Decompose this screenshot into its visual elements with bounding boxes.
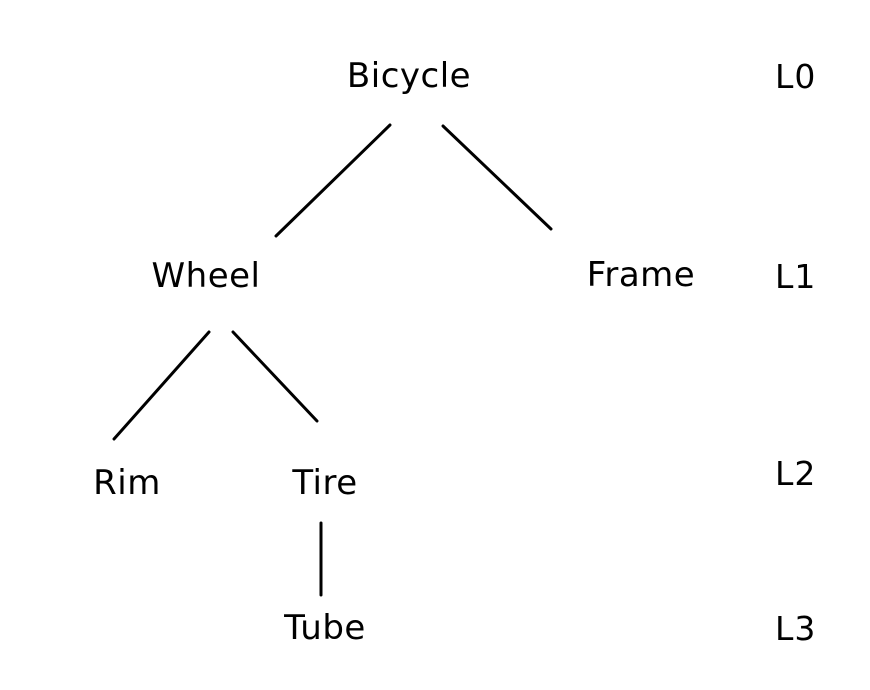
tree-node-wheel[interactable]: Wheel [151,256,261,296]
level-label-l2: L2 [775,454,817,493]
tree-node-bicycle[interactable]: Bicycle [346,56,472,96]
tree-edge-wheel-rim [112,330,211,441]
tree-edge-bicycle-wheel [274,123,392,238]
tree-edge-bicycle-frame [441,124,553,231]
tree-node-tube[interactable]: Tube [284,608,366,648]
level-label-l3: L3 [775,609,817,648]
tree-edge-wheel-tire [231,330,319,423]
level-label-l0: L0 [775,57,817,96]
tree-node-frame[interactable]: Frame [586,255,696,295]
level-label-l1: L1 [775,257,817,296]
tree-node-tire[interactable]: Tire [292,463,358,503]
tree-node-rim[interactable]: Rim [93,463,161,503]
